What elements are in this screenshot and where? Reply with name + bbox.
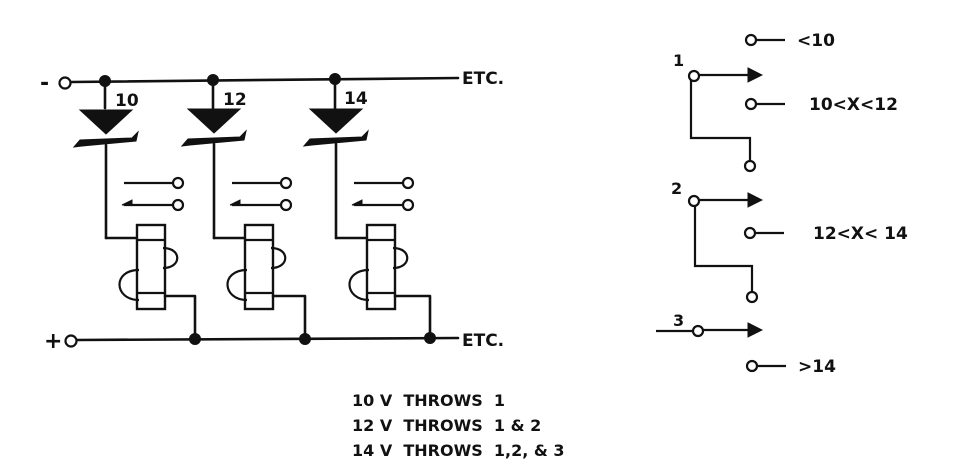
relay-contact [401, 198, 415, 212]
switch-pivot [687, 69, 701, 83]
switch-arrow [747, 67, 764, 83]
pos-rail [75, 336, 460, 342]
zener-cathode-bar [72, 130, 139, 148]
junction-dot [189, 333, 201, 345]
neg-terminal [58, 76, 72, 90]
neg-rail [69, 76, 460, 84]
etc-top-label: ETC. [462, 69, 504, 89]
zener-label-14: 14 [344, 89, 368, 109]
ladder-circuit: - ETC. + ETC. 10 [40, 69, 504, 354]
relay-coil-loop [270, 246, 287, 270]
switch-contact [743, 159, 757, 173]
output-terminal [743, 226, 757, 240]
legend-line-12v: 12 V THROWS 1 & 2 [352, 416, 541, 435]
junction-dot [424, 332, 436, 344]
throw-legend: 10 V THROWS 1 12 V THROWS 1 & 2 14 V THR… [352, 391, 565, 460]
stage-10: 10 [72, 75, 201, 345]
relay-coil-loop [392, 246, 409, 270]
output-terminal [744, 97, 758, 111]
switch-arrow [747, 322, 764, 338]
zener-cathode-bar [302, 129, 369, 147]
stage-wire [163, 294, 197, 340]
zener-label-12: 12 [223, 90, 247, 110]
neg-terminal-label: - [40, 71, 49, 96]
relay-coil-body [365, 223, 397, 311]
stage-wire [271, 294, 307, 340]
relay-coil-body [243, 223, 275, 311]
zener-cathode-bar [180, 129, 247, 147]
relay-coil-loop [162, 246, 179, 270]
switch-contacts: <10 1 10<X<12 2 12<X< 14 3 >14 [656, 31, 908, 377]
switch-link [693, 206, 754, 291]
switch-arrow [747, 192, 764, 208]
zener-diode-symbol [78, 109, 134, 135]
output-label-12-14: 12<X< 14 [813, 224, 908, 244]
stage-12: 12 [180, 74, 311, 345]
relay-contact [279, 176, 293, 190]
relay-contact [279, 198, 293, 212]
switch-contact [745, 290, 759, 304]
relay-coil-loop [118, 268, 140, 302]
legend-line-10v: 10 V THROWS 1 [352, 391, 505, 410]
relay-contact [171, 176, 185, 190]
zener-diode-symbol [186, 108, 242, 134]
zener-label-10: 10 [115, 91, 139, 111]
switch-link [689, 80, 752, 160]
stage-14: 14 [302, 73, 436, 344]
output-terminal [745, 359, 759, 373]
legend-line-14v: 14 V THROWS 1,2, & 3 [352, 441, 565, 460]
relay-coil-loop [348, 268, 370, 302]
relay-contact [171, 198, 185, 212]
relay-coil-body [135, 223, 167, 311]
junction-dot [299, 333, 311, 345]
output-label-gt14: >14 [798, 357, 836, 377]
output-label-10-12: 10<X<12 [809, 95, 898, 115]
relay-coil-loop [226, 268, 248, 302]
zener-diode-symbol [308, 108, 364, 134]
switch-label-3: 3 [673, 311, 684, 330]
output-terminal [744, 33, 758, 47]
pos-terminal [64, 334, 78, 348]
pos-terminal-label: + [44, 329, 62, 354]
output-label-lt10: <10 [797, 31, 835, 51]
etc-bottom-label: ETC. [462, 331, 504, 351]
switch-label-2: 2 [671, 179, 682, 198]
switch-pivot [687, 194, 701, 208]
stage-wire [393, 294, 432, 339]
relay-contact [401, 176, 415, 190]
switch-label-1: 1 [673, 51, 684, 70]
switch-pivot [691, 324, 705, 338]
